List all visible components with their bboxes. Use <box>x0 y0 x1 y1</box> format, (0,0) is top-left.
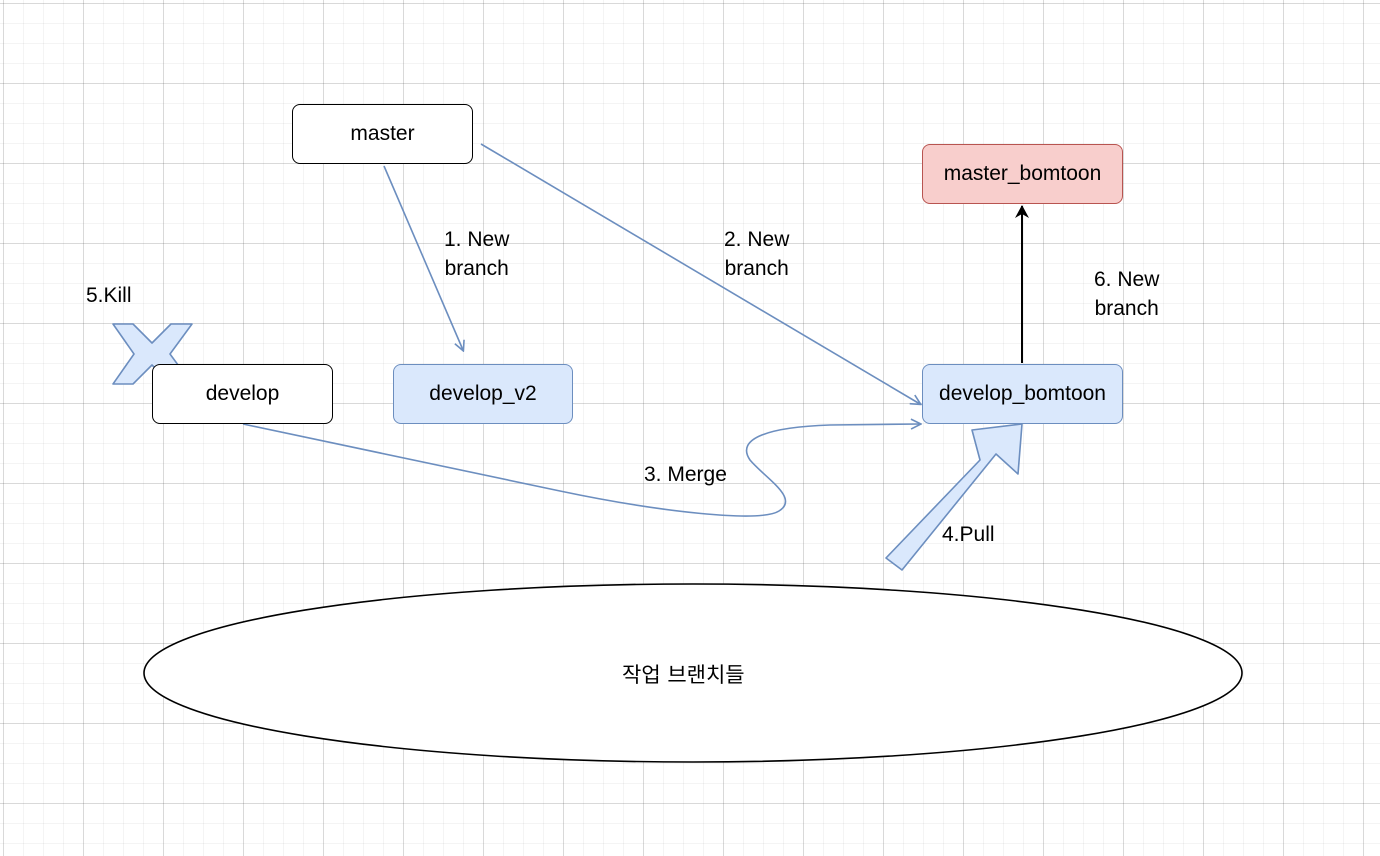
label-step6-line1: 6. New <box>1094 268 1160 291</box>
work-branches-ellipse[interactable] <box>143 583 1243 763</box>
label-step5[interactable]: 5.Kill <box>86 281 132 310</box>
label-step2[interactable]: 2. New branch <box>724 225 789 283</box>
node-develop-bomtoon[interactable]: develop_bomtoon <box>922 364 1123 424</box>
node-develop-v2-label: develop_v2 <box>429 382 537 405</box>
label-step3[interactable]: 3. Merge <box>644 460 727 489</box>
edge-master-to-develop-v2[interactable] <box>383 165 463 350</box>
node-master-bomtoon-label: master_bomtoon <box>943 162 1102 185</box>
label-step2-line2: branch <box>724 257 789 280</box>
label-step4[interactable]: 4.Pull <box>942 520 995 549</box>
label-step6[interactable]: 6. New branch <box>1094 265 1159 323</box>
label-step1-line2: branch <box>444 257 509 280</box>
node-develop-label: develop <box>205 382 280 405</box>
label-step5-text: 5.Kill <box>86 284 132 307</box>
node-master[interactable]: master <box>292 104 473 164</box>
label-step2-line1: 2. New <box>724 228 790 251</box>
label-step6-line2: branch <box>1094 297 1159 320</box>
node-develop[interactable]: develop <box>152 364 333 424</box>
node-develop-bomtoon-label: develop_bomtoon <box>939 382 1106 405</box>
label-step4-text: 4.Pull <box>942 523 995 546</box>
pull-arrow-shape[interactable] <box>885 423 1023 571</box>
work-branches-label: 작업 브랜치들 <box>622 663 745 687</box>
label-step1-line1: 1. New <box>444 228 510 251</box>
node-master-label: master <box>350 122 415 145</box>
node-master-bomtoon[interactable]: master_bomtoon <box>922 144 1123 204</box>
label-step3-text: 3. Merge <box>644 463 727 486</box>
edge-merge-develop-to-develop-bomtoon[interactable] <box>242 424 920 517</box>
label-step1[interactable]: 1. New branch <box>444 225 509 283</box>
node-develop-v2[interactable]: develop_v2 <box>393 364 573 424</box>
edge-master-to-develop-bomtoon[interactable] <box>480 143 920 404</box>
